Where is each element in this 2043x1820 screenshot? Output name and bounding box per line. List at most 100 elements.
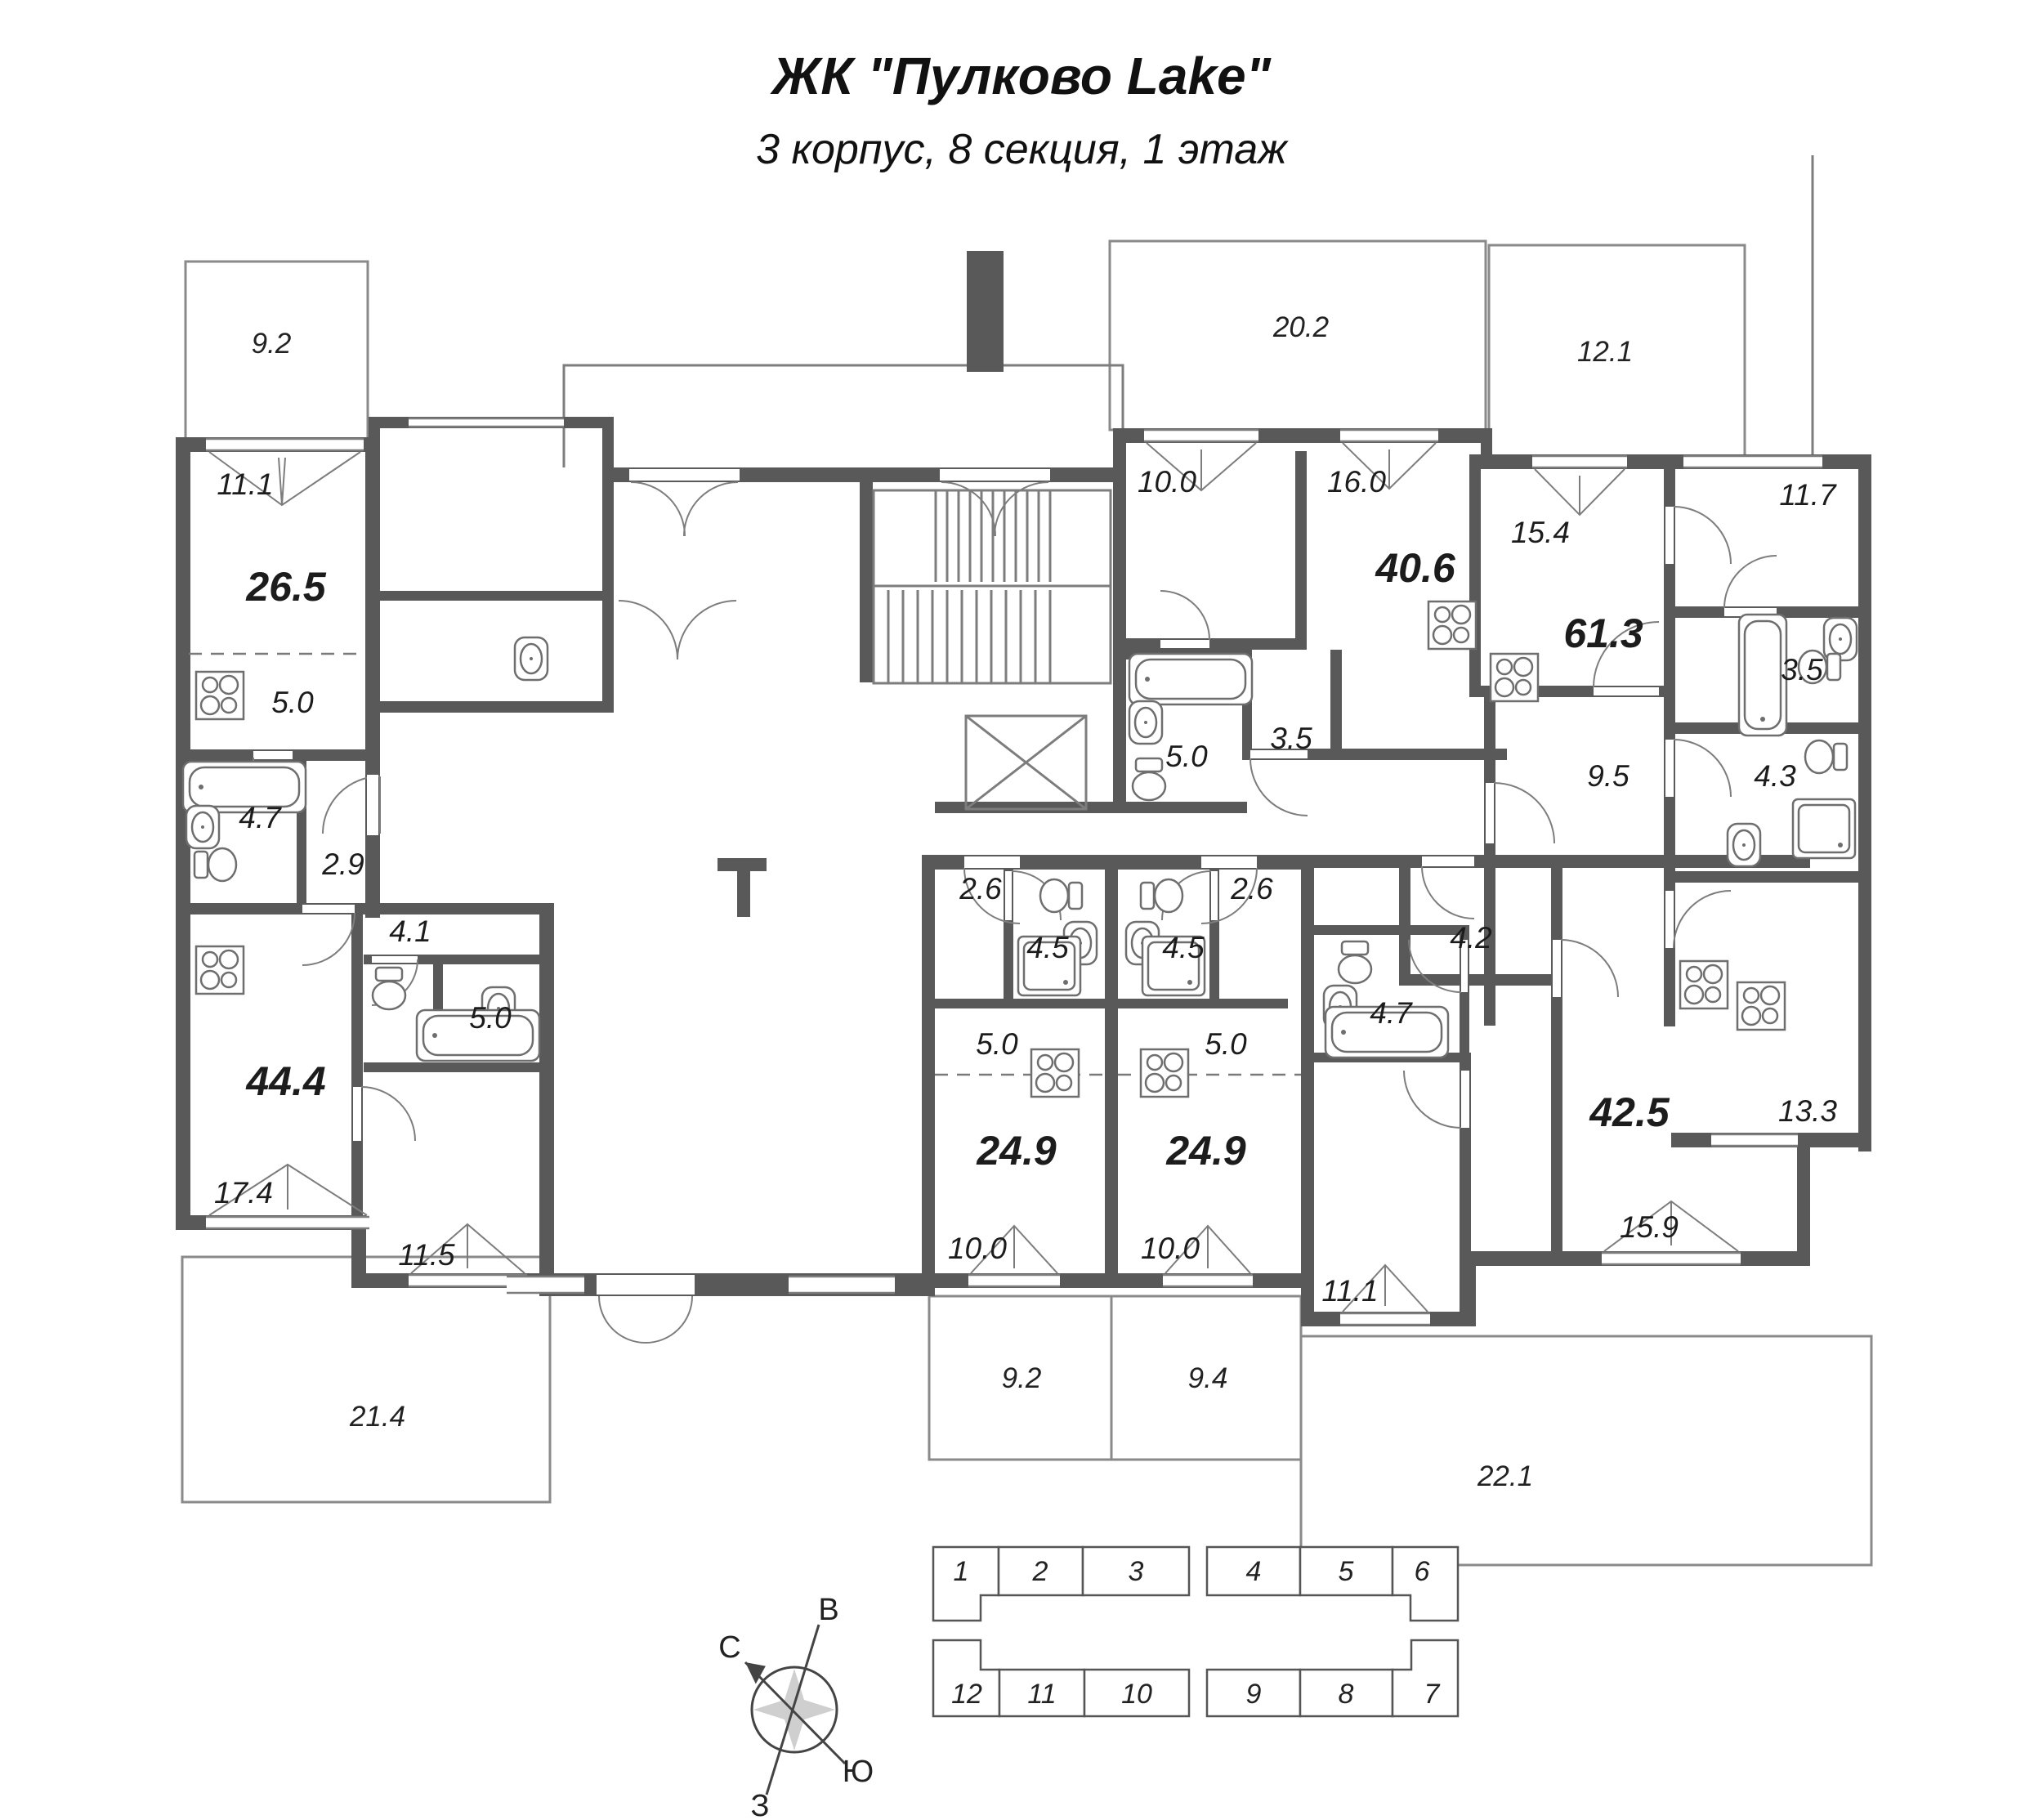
door-apt3 bbox=[1249, 758, 1308, 816]
balconies-terraces bbox=[181, 155, 1873, 1567]
sink-icon bbox=[1726, 822, 1762, 868]
elevator bbox=[964, 714, 1088, 811]
window-room-15-4-top bbox=[1532, 454, 1627, 516]
label-balcony-12-1: 12.1 bbox=[1577, 336, 1633, 368]
label-bath-5-0-apt3: 5.0 bbox=[1165, 740, 1208, 773]
label-total-61-3: 61.3 bbox=[1563, 610, 1643, 656]
window-studio1 bbox=[968, 1224, 1060, 1288]
entrance-opening bbox=[629, 469, 740, 481]
label-room-11-1: 11.1 bbox=[217, 467, 273, 501]
label-studio1-hall: 2.6 bbox=[959, 872, 1002, 906]
bathtub-icon bbox=[1128, 652, 1254, 706]
sink-icon bbox=[513, 636, 549, 682]
door-living-61-3 bbox=[1593, 621, 1660, 688]
key-section-11 bbox=[998, 1668, 1086, 1718]
stair-door-opening bbox=[940, 469, 1050, 481]
stove-icon bbox=[1427, 600, 1477, 651]
balcony-20-2 bbox=[1108, 239, 1487, 432]
label-bath-4-7: 4.7 bbox=[239, 801, 282, 834]
key-label-10: 10 bbox=[1121, 1679, 1152, 1710]
door-studio1 bbox=[963, 867, 1021, 924]
label-bath-3-5: 3.5 bbox=[1781, 653, 1823, 686]
shower-icon bbox=[1791, 798, 1857, 860]
label-room-11-7: 11.7 bbox=[1779, 478, 1837, 512]
key-label-2: 2 bbox=[1032, 1556, 1048, 1587]
compass-line-ns bbox=[744, 1661, 847, 1765]
door-apt5 bbox=[1421, 865, 1475, 919]
key-section-6 bbox=[1391, 1545, 1460, 1622]
label-terrace-9-2: 9.2 bbox=[1002, 1362, 1042, 1394]
toilet-icon bbox=[1039, 878, 1084, 914]
window-room-11-5 bbox=[409, 1223, 527, 1288]
key-plan: 1 2 3 4 5 6 12 11 10 9 8 7 bbox=[932, 1545, 1460, 1718]
terrace-9-4 bbox=[1110, 1295, 1303, 1461]
key-label-1: 1 bbox=[954, 1556, 969, 1587]
window-lobby-right bbox=[789, 1275, 895, 1295]
vestibule-door bbox=[618, 600, 737, 660]
label-studio1-bath: 4.5 bbox=[1026, 931, 1069, 964]
key-section-8-highlighted bbox=[1299, 1668, 1394, 1718]
label-hall-9-5: 9.5 bbox=[1587, 759, 1629, 793]
doors bbox=[253, 469, 1777, 1344]
compass-south-label: Ю bbox=[843, 1755, 874, 1789]
toilet-icon bbox=[1337, 940, 1373, 985]
stove-icon bbox=[1736, 981, 1786, 1031]
terrace-9-2 bbox=[928, 1295, 1113, 1461]
balcony-12-1 bbox=[1487, 244, 1746, 458]
label-terrace-21-4: 21.4 bbox=[349, 1401, 405, 1433]
key-label-9: 9 bbox=[1246, 1679, 1262, 1710]
toilet-icon bbox=[193, 847, 238, 883]
window-studio2 bbox=[1163, 1224, 1253, 1288]
label-hall-4-2: 4.2 bbox=[1450, 921, 1492, 955]
door-room-13-3 bbox=[1673, 890, 1732, 949]
compass-arrow bbox=[745, 1662, 766, 1684]
key-label-4: 4 bbox=[1246, 1556, 1262, 1587]
compass-north-label: С bbox=[718, 1630, 740, 1665]
window-room-13-3 bbox=[1711, 1133, 1798, 1147]
label-room-16-0: 16.0 bbox=[1327, 465, 1386, 499]
label-room-15-9: 15.9 bbox=[1620, 1210, 1679, 1244]
label-room-10-0: 10.0 bbox=[1138, 465, 1196, 499]
staircase bbox=[872, 489, 1112, 685]
label-studio1-total: 24.9 bbox=[976, 1128, 1057, 1174]
stove-icon bbox=[1030, 1048, 1080, 1098]
door-bath-4-7-right bbox=[1408, 939, 1462, 993]
stove-icon bbox=[1139, 1048, 1190, 1098]
key-label-7: 7 bbox=[1424, 1679, 1441, 1710]
sink-icon bbox=[185, 804, 221, 850]
key-label-6: 6 bbox=[1415, 1556, 1430, 1587]
label-total-42-5: 42.5 bbox=[1589, 1089, 1670, 1135]
key-section-2 bbox=[997, 1545, 1084, 1597]
label-studio1-kitchen: 5.0 bbox=[976, 1027, 1018, 1061]
label-total-40-6: 40.6 bbox=[1375, 545, 1456, 591]
window-room-17-4 bbox=[206, 1163, 369, 1230]
toilet-icon bbox=[1139, 878, 1184, 914]
window-room-11-1 bbox=[206, 437, 364, 507]
entrance-porch bbox=[562, 364, 1124, 467]
compass-circle bbox=[750, 1666, 838, 1754]
label-bath-5-0: 5.0 bbox=[469, 1001, 512, 1035]
balcony-9-2 bbox=[184, 260, 369, 441]
window-room-16-0-top bbox=[1340, 428, 1438, 490]
compass-east-label: В bbox=[818, 1593, 838, 1627]
compass: С В Ю З bbox=[718, 1593, 874, 1820]
page-title: ЖК "Пулково Lake" bbox=[770, 47, 1272, 105]
label-room-11-1-right: 11.1 bbox=[1321, 1274, 1378, 1308]
door-room-11-7 bbox=[1673, 506, 1732, 565]
door-room-11-1-right bbox=[1403, 1070, 1462, 1129]
label-bath-4-3: 4.3 bbox=[1754, 759, 1796, 793]
key-label-11: 11 bbox=[1027, 1679, 1056, 1710]
label-kitchen-5-0: 5.0 bbox=[271, 686, 314, 719]
label-bath-4-7-apt5: 4.7 bbox=[1370, 996, 1413, 1030]
window-lobby-left bbox=[507, 1275, 584, 1295]
label-room-15-4: 15.4 bbox=[1511, 516, 1570, 549]
window-room-15-9 bbox=[1602, 1200, 1741, 1266]
key-section-7 bbox=[1391, 1639, 1460, 1718]
key-label-12: 12 bbox=[951, 1679, 982, 1710]
terrace-22-1 bbox=[1299, 1335, 1873, 1567]
key-label-3: 3 bbox=[1129, 1556, 1144, 1587]
window-room-11-7-top bbox=[1683, 454, 1822, 469]
key-label-5: 5 bbox=[1339, 1556, 1354, 1587]
area-labels: 9.2 11.1 26.5 5.0 4.7 2.9 4.1 5.0 44.4 1… bbox=[214, 311, 1837, 1492]
